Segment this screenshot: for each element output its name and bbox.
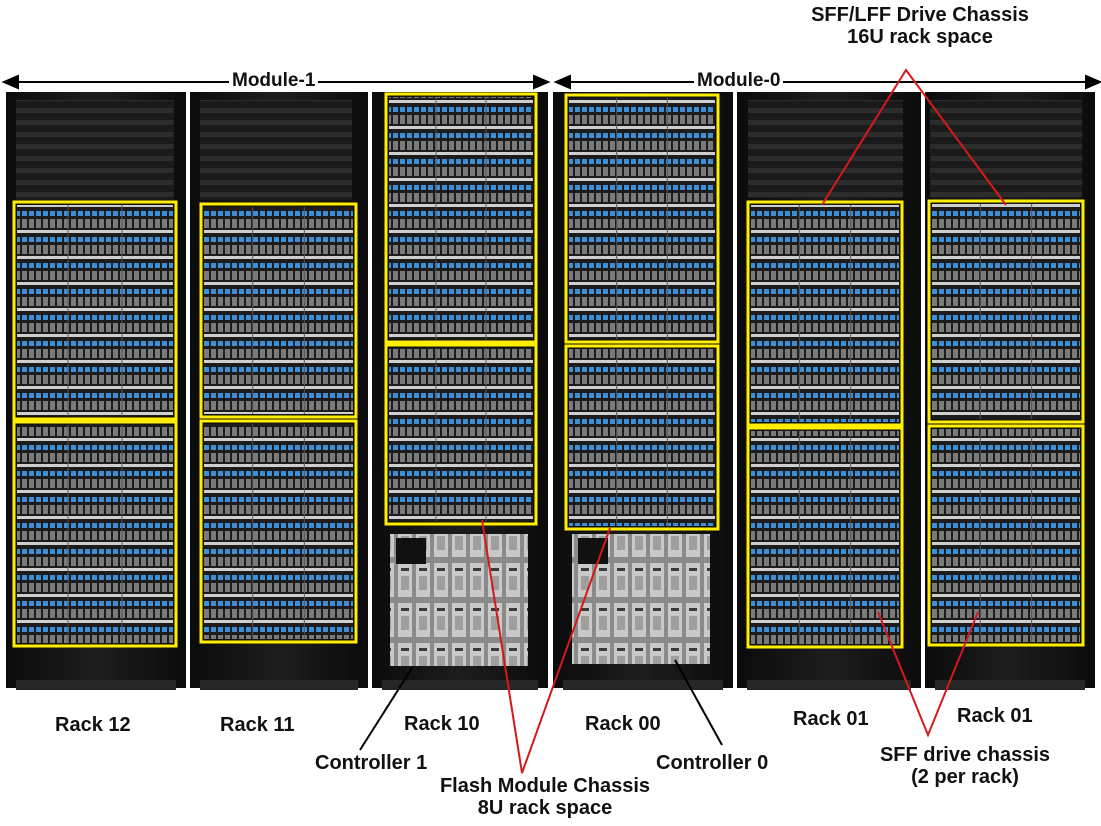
drive-chassis-3	[204, 207, 353, 414]
drive-chassis-group	[17, 97, 1080, 666]
highlight-box-10	[746, 426, 904, 649]
drive-chassis-title: SFF/LFF Drive Chassis	[811, 4, 1029, 26]
highlight-box-4	[199, 419, 358, 644]
controller-1-label: Controller 1	[315, 752, 428, 774]
module-0-label: Module-0	[694, 70, 784, 92]
rack-cabinet-base-2	[200, 680, 358, 690]
rack-01a-label: Rack 01	[793, 708, 869, 730]
drive-chassis-10	[751, 431, 899, 644]
callout-lines	[481, 68, 1007, 774]
highlight-boxes	[12, 92, 1085, 649]
drive-chassis-8	[569, 349, 715, 526]
sff-drive-title: SFF drive chassis	[879, 744, 1051, 766]
sff-drive-count: (2 per rack)	[911, 766, 1019, 788]
highlight-box-6	[384, 343, 538, 526]
drive-chassis-9	[751, 205, 899, 422]
rack-12-label: Rack 12	[55, 714, 131, 736]
controller-1-pointer	[359, 667, 413, 751]
sff-drive-callout: SFF drive chassis (2 per rack)	[855, 744, 1075, 788]
drive-chassis-space: 16U rack space	[847, 26, 993, 48]
drive-chassis-callout: SFF/LFF Drive Chassis 16U rack space	[790, 4, 1050, 48]
drive-chassis-1	[17, 205, 173, 416]
highlight-box-8	[564, 344, 720, 531]
rack-cabinet-base-1	[16, 680, 176, 690]
rack-11-label: Rack 11	[220, 714, 295, 736]
highlight-box-1	[12, 200, 178, 421]
rack-cabinet-base-5	[747, 680, 911, 690]
drive-chassis-12	[932, 429, 1080, 642]
flash-module-space: 8U rack space	[477, 797, 613, 819]
rack-vent-1	[16, 100, 174, 200]
flash-module-callout: Flash Module Chassis 8U rack space	[415, 775, 675, 819]
drive-chassis-2	[17, 425, 173, 643]
highlight-box-12	[927, 424, 1085, 647]
controller-pointer-lines	[359, 659, 723, 751]
flash-chassis-callout-line	[481, 519, 611, 774]
drive-chassis-11	[932, 204, 1080, 419]
drive-chassis-7	[569, 98, 715, 339]
highlight-box-7	[564, 93, 720, 344]
rack-01b-label: Rack 01	[957, 705, 1033, 727]
rack-00-label: Rack 00	[585, 713, 661, 735]
rack-cabinet-base-3	[382, 680, 538, 690]
controller-panel-2	[578, 538, 608, 564]
drive-chassis-5	[389, 97, 533, 339]
highlight-box-5	[384, 92, 538, 344]
drive-chassis-6	[389, 348, 533, 521]
flash-module-title: Flash Module Chassis	[439, 775, 651, 797]
rack-vent-3	[748, 100, 903, 198]
module-1-label: Module-1	[229, 70, 319, 92]
highlight-box-11	[927, 199, 1085, 424]
highlight-box-3	[199, 202, 358, 419]
rack-vent-4	[930, 100, 1082, 198]
rack-10-label: Rack 10	[404, 713, 480, 735]
drive-chassis-callout-line	[821, 68, 1007, 206]
controller-panel-1	[396, 538, 426, 564]
highlight-box-2	[12, 420, 178, 648]
rack-cabinet-base-6	[935, 680, 1085, 690]
rack-vent-2	[200, 100, 352, 200]
drive-chassis-4	[204, 424, 353, 639]
controller-0-pointer	[674, 659, 723, 746]
sff-chassis-callout-line	[877, 611, 979, 738]
controller-0-label: Controller 0	[656, 752, 769, 774]
module-0-span-arrow	[553, 74, 1101, 90]
rack-cabinet-base-4	[563, 680, 723, 690]
